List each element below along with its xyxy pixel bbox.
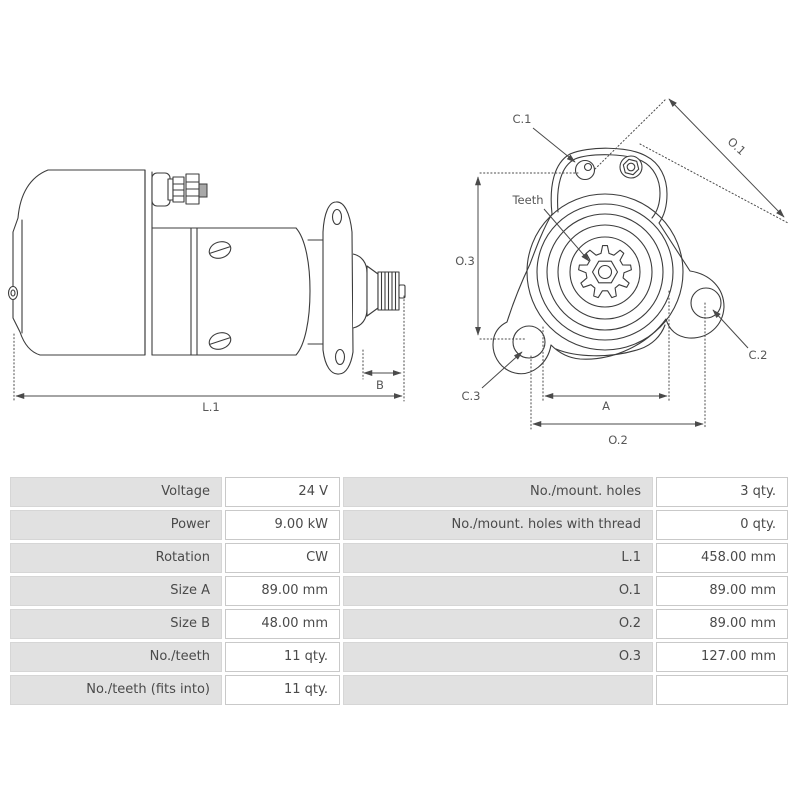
- slotted-screw: [208, 332, 232, 350]
- mount-hole-c1: [574, 159, 596, 181]
- housing-rings: [526, 193, 684, 351]
- spec-value: 127.00 mm: [656, 642, 788, 672]
- mount-hole-top-right: [619, 155, 643, 179]
- spec-value: CW: [225, 543, 340, 573]
- dim-label-teeth: Teeth: [511, 193, 543, 207]
- dim-label-o3: O.3: [455, 254, 475, 268]
- mount-hole-c3: [512, 325, 546, 359]
- spec-label: No./teeth (fits into): [10, 675, 222, 705]
- spec-table: Voltage 24 V No./mount. holes 3 qty. Pow…: [10, 477, 788, 705]
- flange-hole: [334, 348, 346, 366]
- spec-value: 3 qty.: [656, 477, 788, 507]
- spec-value: 11 qty.: [225, 642, 340, 672]
- leader-teeth: Teeth: [511, 193, 590, 262]
- dim-label-c2: C.2: [748, 348, 767, 362]
- band-clamp-screw: [7, 285, 19, 301]
- spec-value: 24 V: [225, 477, 340, 507]
- spec-value: 89.00 mm: [656, 576, 788, 606]
- spec-label: No./mount. holes with thread: [343, 510, 653, 540]
- dim-label-c3: C.3: [461, 389, 480, 403]
- spec-label: [343, 675, 653, 705]
- dim-label-b: B: [376, 378, 384, 392]
- pinion-gear-front: [578, 245, 632, 299]
- spec-value: 9.00 kW: [225, 510, 340, 540]
- spec-value: 11 qty.: [225, 675, 340, 705]
- spec-value: 48.00 mm: [225, 609, 340, 639]
- dim-label-c1: C.1: [512, 112, 531, 126]
- spec-value: 89.00 mm: [225, 576, 340, 606]
- flange-hole: [331, 208, 343, 226]
- mounting-flange-profile: [322, 201, 354, 375]
- dimension-o2: O.2: [530, 302, 706, 447]
- spec-value: 458.00 mm: [656, 543, 788, 573]
- spec-value: 89.00 mm: [656, 609, 788, 639]
- spec-label: Size A: [10, 576, 222, 606]
- leader-c3: C.3: [461, 351, 523, 403]
- pinion-shaft: [352, 253, 406, 329]
- terminal-stud: [151, 172, 208, 207]
- dim-label-o2: O.2: [608, 433, 628, 447]
- leader-c2: C.2: [712, 309, 768, 362]
- spec-label: Rotation: [10, 543, 222, 573]
- spec-label: L.1: [343, 543, 653, 573]
- dimension-o3: O.3: [455, 172, 579, 340]
- dimension-b: B: [362, 349, 402, 392]
- slotted-screw: [208, 241, 232, 259]
- starter-motor-drawing: B L.1: [7, 98, 789, 447]
- front-view: C.1 Teeth C.2 C.3 O.3: [455, 98, 789, 447]
- dim-label-o1: O.1: [725, 135, 749, 158]
- spec-label: O.3: [343, 642, 653, 672]
- spec-value: [656, 675, 788, 705]
- spec-label: O.2: [343, 609, 653, 639]
- yoke-body: [12, 169, 146, 356]
- spec-value: 0 qty.: [656, 510, 788, 540]
- dim-label-l1: L.1: [202, 400, 219, 414]
- dim-label-a: A: [602, 399, 610, 413]
- spec-label: No./teeth: [10, 642, 222, 672]
- dimension-l1: L.1: [13, 295, 405, 414]
- spec-label: O.1: [343, 576, 653, 606]
- side-view: B L.1: [7, 169, 406, 414]
- spec-label: Power: [10, 510, 222, 540]
- leader-c1: C.1: [512, 112, 576, 163]
- spec-label: Voltage: [10, 477, 222, 507]
- spec-label: Size B: [10, 609, 222, 639]
- drive-housing: [151, 227, 311, 356]
- dimension-a: A: [542, 290, 670, 413]
- spec-label: No./mount. holes: [343, 477, 653, 507]
